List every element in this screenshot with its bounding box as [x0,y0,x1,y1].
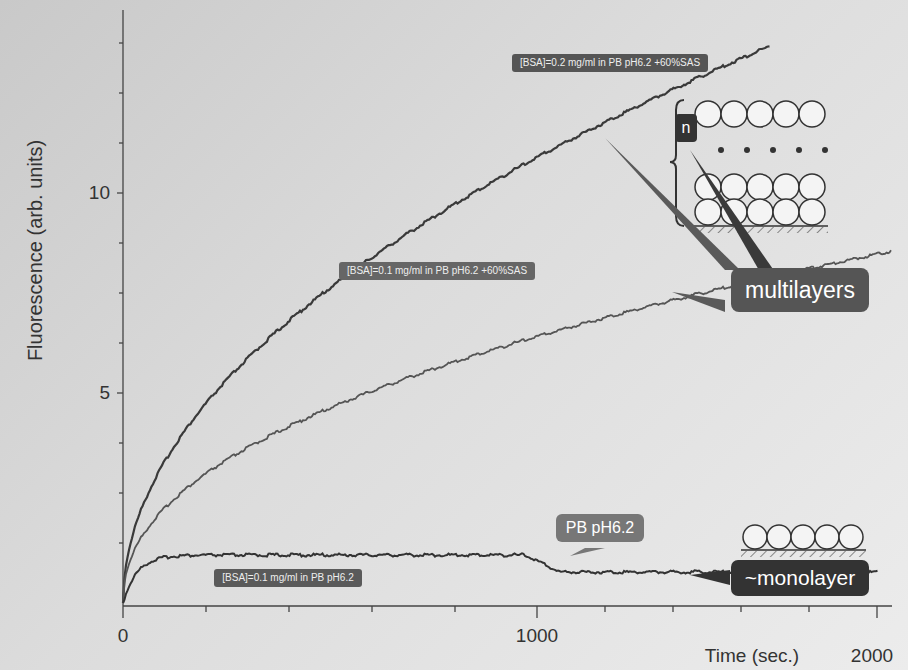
callout-box: n [675,114,698,142]
data-curve [123,250,891,603]
callout-text: [BSA]=0.2 mg/ml in PB pH6.2 +60%SAS [520,57,700,69]
data-curve [123,553,878,603]
axis-label: 2000 [851,645,893,667]
callout-box: [BSA]=0.1 mg/ml in PB pH6.2 +60%SAS [339,262,535,280]
axis-label: 5 [99,382,110,404]
callout-text: multilayers [745,277,855,303]
callout-box: ~monolayer [731,560,869,596]
monolayer-illustration [741,525,866,557]
callout-text: n [682,119,691,137]
multilayer-illustration [670,100,828,233]
callout-box: [BSA]=0.2 mg/ml in PB pH6.2 +60%SAS [512,54,708,72]
axis-label: 1000 [516,625,558,647]
axis-label: Time (sec.) [705,645,799,667]
callout-box: [BSA]=0.1 mg/ml in PB pH6.2 [214,569,361,587]
callout-text: ~monolayer [745,566,855,590]
callout-text: [BSA]=0.1 mg/ml in PB pH6.2 [222,572,353,584]
fluorescence-curves [123,46,891,603]
callout-text: PB pH6.2 [566,519,634,537]
callout-text: [BSA]=0.1 mg/ml in PB pH6.2 +60%SAS [347,265,527,277]
callout-box: multilayers [731,268,869,312]
callout-box: PB pH6.2 [556,514,644,542]
axis-title: Fluorescence (arb. units) [25,139,48,360]
axes [117,10,892,618]
axis-label: 10 [89,182,110,204]
axis-label: 0 [118,625,129,647]
data-curve [123,46,770,603]
